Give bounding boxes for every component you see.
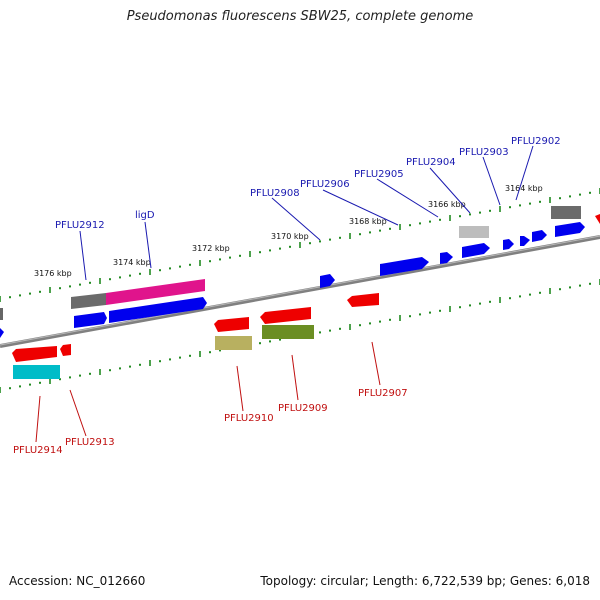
gene-label-ligD[interactable]: ligD (135, 210, 155, 221)
gene-arrow[interactable] (503, 239, 514, 250)
gene-arrow[interactable] (74, 312, 107, 328)
kbp-label: 3170 kbp (271, 232, 309, 241)
gene-label-PFLU2908[interactable]: PFLU2908 (250, 188, 300, 199)
gene-arrow[interactable] (320, 274, 335, 288)
kbp-label: 3176 kbp (34, 269, 72, 278)
reverse-gene-labels: PFLU2914 PFLU2913 PFLU2910 PFLU2909 PFLU… (13, 388, 408, 456)
gene-arrow[interactable] (555, 222, 585, 237)
gene-label-PFLU2913[interactable]: PFLU2913 (65, 437, 115, 448)
gene-box[interactable] (262, 325, 314, 339)
PFLU2913-gene[interactable] (60, 344, 71, 356)
gene-arrow[interactable] (595, 214, 600, 224)
genome-backbone-highlight (0, 235, 600, 346)
reverse-label-leaders (35, 341, 381, 443)
genome-summary-text: Topology: circular; Length: 6,722,539 bp… (260, 574, 590, 588)
kbp-label: 3164 kbp (505, 184, 543, 193)
gene-box[interactable] (13, 365, 60, 379)
gene-label-PFLU2906[interactable]: PFLU2906 (300, 179, 350, 190)
gene-arrow[interactable] (380, 257, 429, 276)
forward-gene-labels: PFLU2912 ligD PFLU2908 PFLU2906 PFLU2905… (55, 136, 561, 231)
kbp-labels: 3176 kbp 3174 kbp 3172 kbp 3170 kbp 3168… (34, 184, 543, 278)
gene-label-PFLU2904[interactable]: PFLU2904 (406, 157, 456, 168)
gene-arrow[interactable] (0, 328, 4, 338)
gene-arrow[interactable] (440, 252, 453, 264)
gene-label-PFLU2914[interactable]: PFLU2914 (13, 445, 63, 456)
gene-label-PFLU2909[interactable]: PFLU2909 (278, 403, 328, 414)
gene-box[interactable] (459, 226, 489, 238)
gene-label-PFLU2907[interactable]: PFLU2907 (358, 388, 408, 399)
kbp-label: 3166 kbp (428, 200, 466, 209)
gene-box[interactable] (71, 293, 106, 309)
gene-label-PFLU2910[interactable]: PFLU2910 (224, 413, 274, 424)
PFLU2914-gene[interactable] (12, 346, 57, 362)
ligD-gene[interactable] (106, 279, 205, 305)
kbp-label: 3172 kbp (192, 244, 230, 253)
forward-label-leaders (79, 145, 534, 281)
PFLU2907-gene[interactable] (347, 293, 379, 307)
PFLU2910-gene[interactable] (214, 317, 249, 332)
accession-text: Accession: NC_012660 (9, 574, 146, 588)
gene-label-PFLU2903[interactable]: PFLU2903 (459, 147, 509, 158)
gene-label-PFLU2905[interactable]: PFLU2905 (354, 169, 404, 180)
gene-box[interactable] (551, 206, 581, 219)
kbp-label: 3174 kbp (113, 258, 151, 267)
gene-box[interactable] (0, 308, 3, 320)
gene-arrow[interactable] (520, 236, 530, 246)
map-title: Pseudomonas fluorescens SBW25, complete … (126, 9, 474, 24)
gene-arrow[interactable] (532, 230, 547, 242)
gene-box[interactable] (215, 336, 252, 350)
forward-ruler-ticks (0, 188, 600, 302)
genome-backbone (0, 235, 600, 348)
gene-label-PFLU2902[interactable]: PFLU2902 (511, 136, 561, 147)
gene-arrow[interactable] (109, 297, 207, 323)
PFLU2909-gene[interactable] (260, 307, 311, 324)
forward-genes (0, 206, 585, 338)
gene-arrow[interactable] (462, 243, 490, 258)
reverse-genes (12, 214, 600, 379)
kbp-label: 3168 kbp (349, 217, 387, 226)
gene-label-PFLU2912[interactable]: PFLU2912 (55, 220, 105, 231)
